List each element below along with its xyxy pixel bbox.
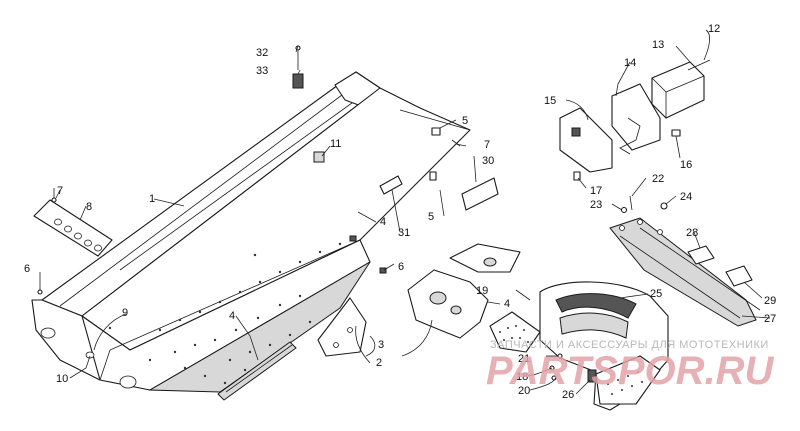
callout-20: 20 — [518, 385, 530, 397]
callout-13: 13 — [652, 39, 664, 51]
watermark: ЗАПЧАСТИ И АКСЕССУАРЫ ДЛЯ МОТОТЕХНИКИ PA… — [486, 339, 775, 393]
callout-12: 12 — [708, 23, 720, 35]
callout-19: 19 — [476, 285, 488, 297]
callout-16: 16 — [680, 159, 692, 171]
callout-9: 9 — [122, 307, 128, 319]
rivet-holes — [108, 242, 342, 385]
callout-8: 8 — [86, 201, 92, 213]
callout-29: 29 — [764, 295, 776, 307]
callout-25: 25 — [650, 288, 662, 300]
callout-21: 21 — [518, 353, 530, 365]
cap-part-11 — [313, 151, 325, 163]
callout-17: 17 — [590, 185, 602, 197]
bracket-part-3 — [317, 297, 367, 357]
callout-labels: 1 2 3 4 4 4 5 5 6 6 7 7 8 9 10 11 12 13 … — [24, 23, 776, 401]
traction-strip-part-4 — [217, 341, 297, 401]
callout-22: 22 — [652, 173, 664, 185]
callout-15: 15 — [544, 95, 556, 107]
callout-33: 33 — [256, 65, 268, 77]
callout-7-left: 7 — [57, 185, 63, 197]
callout-30: 30 — [482, 155, 494, 167]
fasteners — [37, 139, 461, 295]
callout-7-right: 7 — [484, 139, 490, 151]
callout-24: 24 — [680, 191, 692, 203]
fastener-part-32-33 — [292, 45, 304, 89]
callout-32: 32 — [256, 47, 268, 59]
callout-27: 27 — [764, 313, 776, 325]
callout-28: 28 — [686, 227, 698, 239]
callout-1: 1 — [149, 193, 155, 205]
nut-part-24 — [660, 202, 668, 210]
bolt-part-22 — [629, 195, 633, 211]
callout-2: 2 — [376, 357, 382, 369]
callout-10: 10 — [56, 373, 68, 385]
callout-5-upper: 5 — [462, 115, 468, 127]
step-pad-right-holes — [607, 371, 643, 395]
callout-6-left: 6 — [24, 263, 30, 275]
callout-23: 23 — [590, 199, 602, 211]
decal-part-29 — [725, 265, 753, 287]
decal-part-31 — [379, 175, 403, 195]
callout-14: 14 — [624, 57, 636, 69]
step-pad-holes — [499, 325, 529, 343]
callout-6-mid: 6 — [398, 261, 404, 273]
leader-lines — [39, 29, 771, 395]
rear-bumper-part-25 — [489, 281, 669, 411]
rear-flap-part-8 — [33, 199, 113, 257]
callout-3: 3 — [378, 339, 384, 351]
washer-part-23 — [620, 206, 628, 214]
decal-part-30 — [461, 177, 499, 211]
callout-4-mid: 4 — [380, 216, 386, 228]
taillight-assembly — [559, 59, 711, 181]
callout-26: 26 — [562, 389, 574, 401]
tunnel-assembly — [31, 71, 471, 393]
callout-4-lower: 4 — [229, 310, 235, 322]
callout-4-right: 4 — [504, 298, 510, 310]
callout-18: 18 — [516, 371, 528, 383]
watermark-tagline: ЗАПЧАСТИ И АКСЕССУАРЫ ДЛЯ МОТОТЕХНИКИ — [490, 339, 769, 351]
side-panel-part-2 — [407, 243, 521, 339]
callout-31: 31 — [398, 227, 410, 239]
snow-flap-part-27 — [609, 217, 761, 327]
watermark-brand: PARTSPOR.RU — [486, 349, 775, 393]
callout-11: 11 — [330, 138, 341, 150]
callout-5-lower: 5 — [428, 211, 434, 223]
